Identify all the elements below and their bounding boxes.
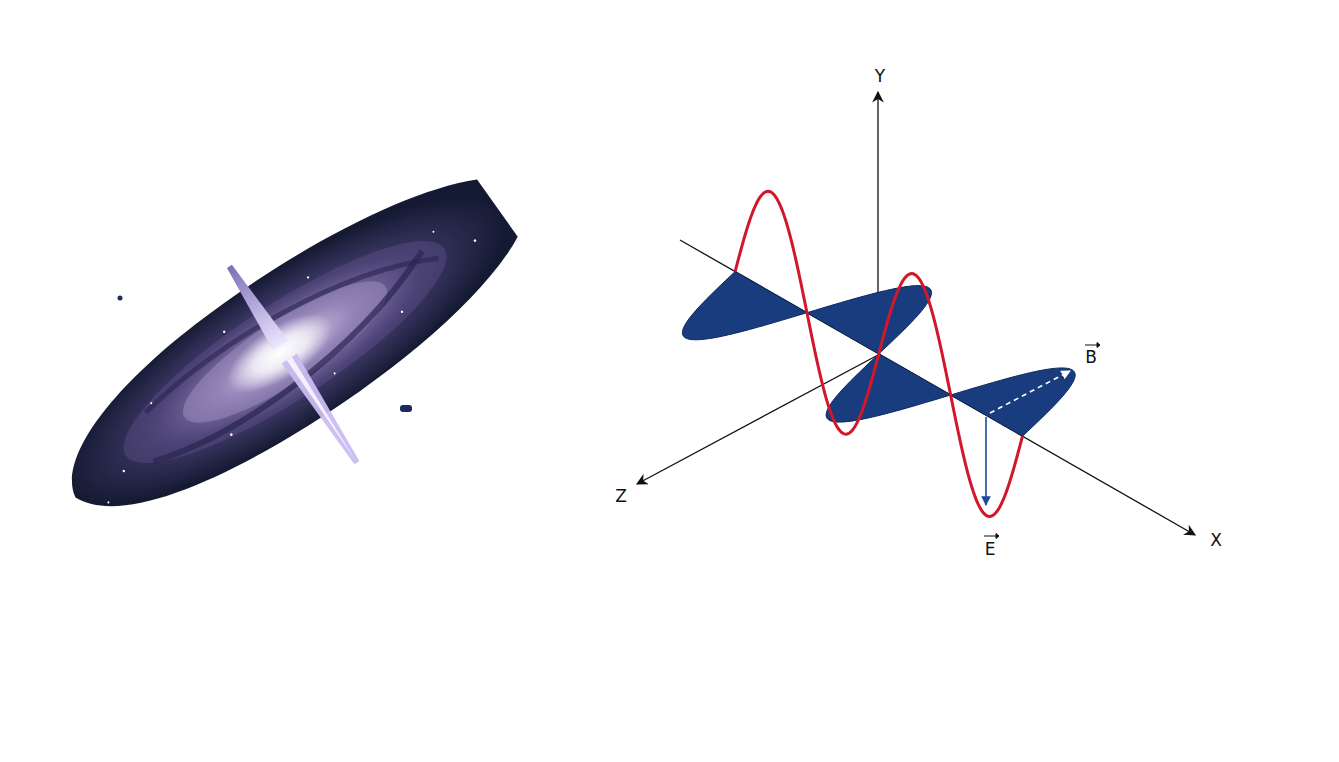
axes <box>637 92 1195 535</box>
axis-label: Z <box>615 488 627 505</box>
star <box>400 405 412 412</box>
field-lobe <box>826 354 951 422</box>
electric-field-wave <box>735 191 1022 516</box>
star <box>118 296 123 301</box>
e-vector-arrow <box>985 417 987 505</box>
axis-label: X <box>1210 532 1222 549</box>
galaxy-picture <box>16 126 574 602</box>
field-lobe <box>807 286 931 354</box>
field-lobe <box>951 368 1075 436</box>
vector-label: E <box>985 541 996 558</box>
axis-label: Y <box>875 68 885 85</box>
field-lobe <box>682 272 807 340</box>
b-vector-arrow <box>990 371 1070 413</box>
vector-overarrow <box>984 343 1100 539</box>
vector-label: B <box>1085 349 1097 366</box>
